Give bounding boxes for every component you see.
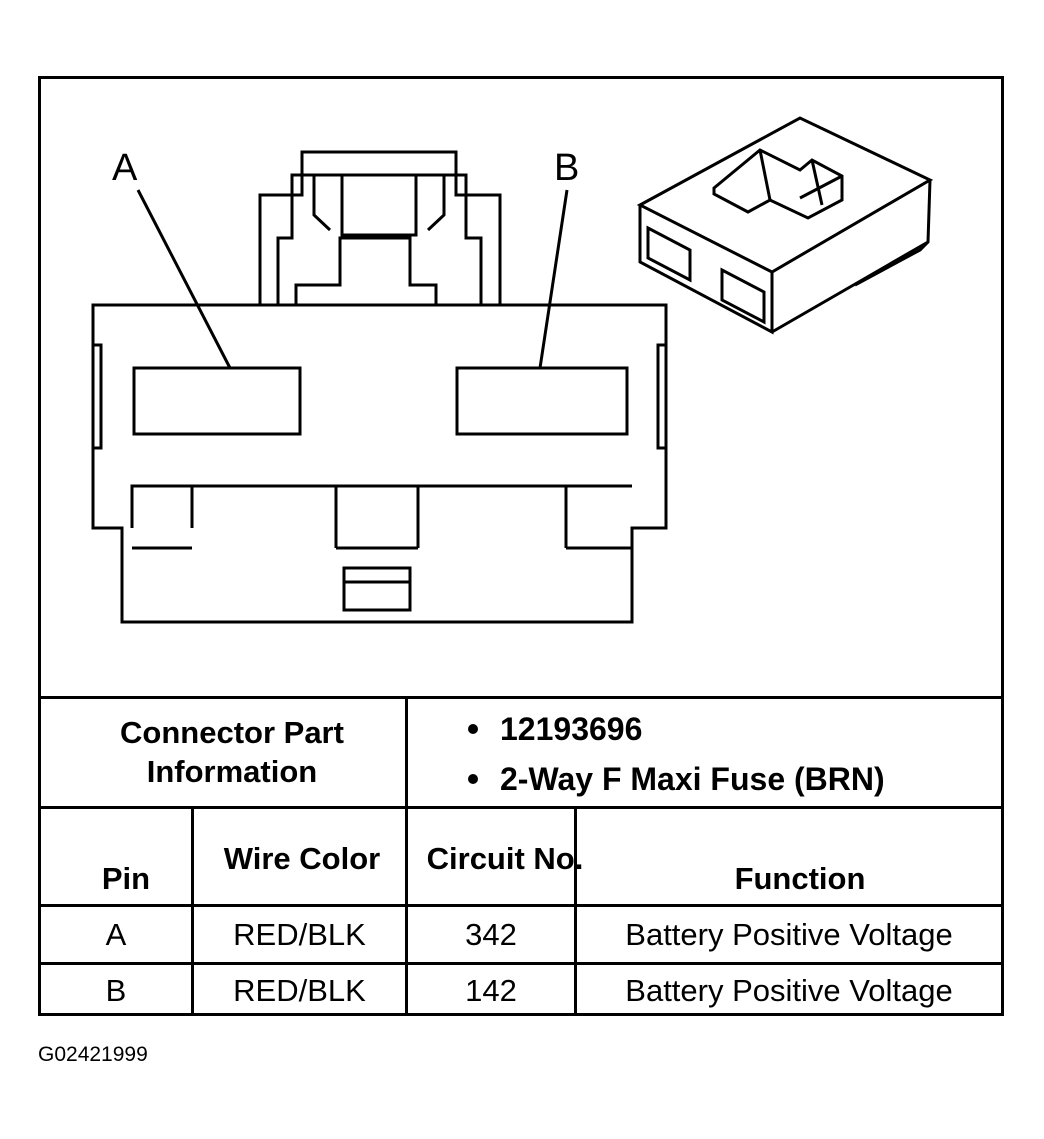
connector-drawing: A B [91,116,934,624]
header-circuit-no: Circuit No. [426,840,584,876]
connector-type-item: 2-Way F Maxi Fuse (BRN) [468,756,885,806]
header-wire-color: Wire Color [223,840,381,876]
leader-line-a [136,189,232,369]
row-a-function: Battery Positive Voltage [625,916,953,952]
bullet-icon [468,773,478,784]
row-b-function: Battery Positive Voltage [625,972,953,1008]
info-bottom-border [38,806,1004,809]
row-a-pin: A [105,916,127,952]
row-b-pin: B [105,972,127,1008]
pin-label-b: B [554,147,579,189]
row-a-circuit-no: 342 [465,916,517,952]
col-divider-2 [405,696,408,1016]
connector-part-info-list: 12193696 2-Way F Maxi Fuse (BRN) [468,706,885,806]
figure-id: G02421999 [38,1043,148,1066]
header-function: Function [734,860,866,896]
leader-line-b [538,189,569,369]
table-top-border [38,696,1004,699]
connector-latch [258,150,502,305]
connector-3d-view [636,116,934,335]
diagram-frame [38,76,1004,1016]
terminal-cavity-b [455,366,629,436]
part-number-item: 12193696 [468,706,885,756]
row-a-wire-color: RED/BLK [233,916,366,952]
row-divider [38,962,1004,965]
row-b-circuit-no: 142 [465,972,517,1008]
header-pin: Pin [101,860,151,896]
bullet-icon [468,723,478,734]
header-bottom-border [38,904,1004,907]
pin-label-a: A [112,147,138,189]
row-b-wire-color: RED/BLK [233,972,366,1008]
connector-body [91,303,668,624]
connector-part-info-label: Connector Part Information [120,715,344,789]
terminal-cavity-a [132,366,302,436]
col-divider-3 [574,806,577,1016]
col-divider-1 [191,806,194,1016]
